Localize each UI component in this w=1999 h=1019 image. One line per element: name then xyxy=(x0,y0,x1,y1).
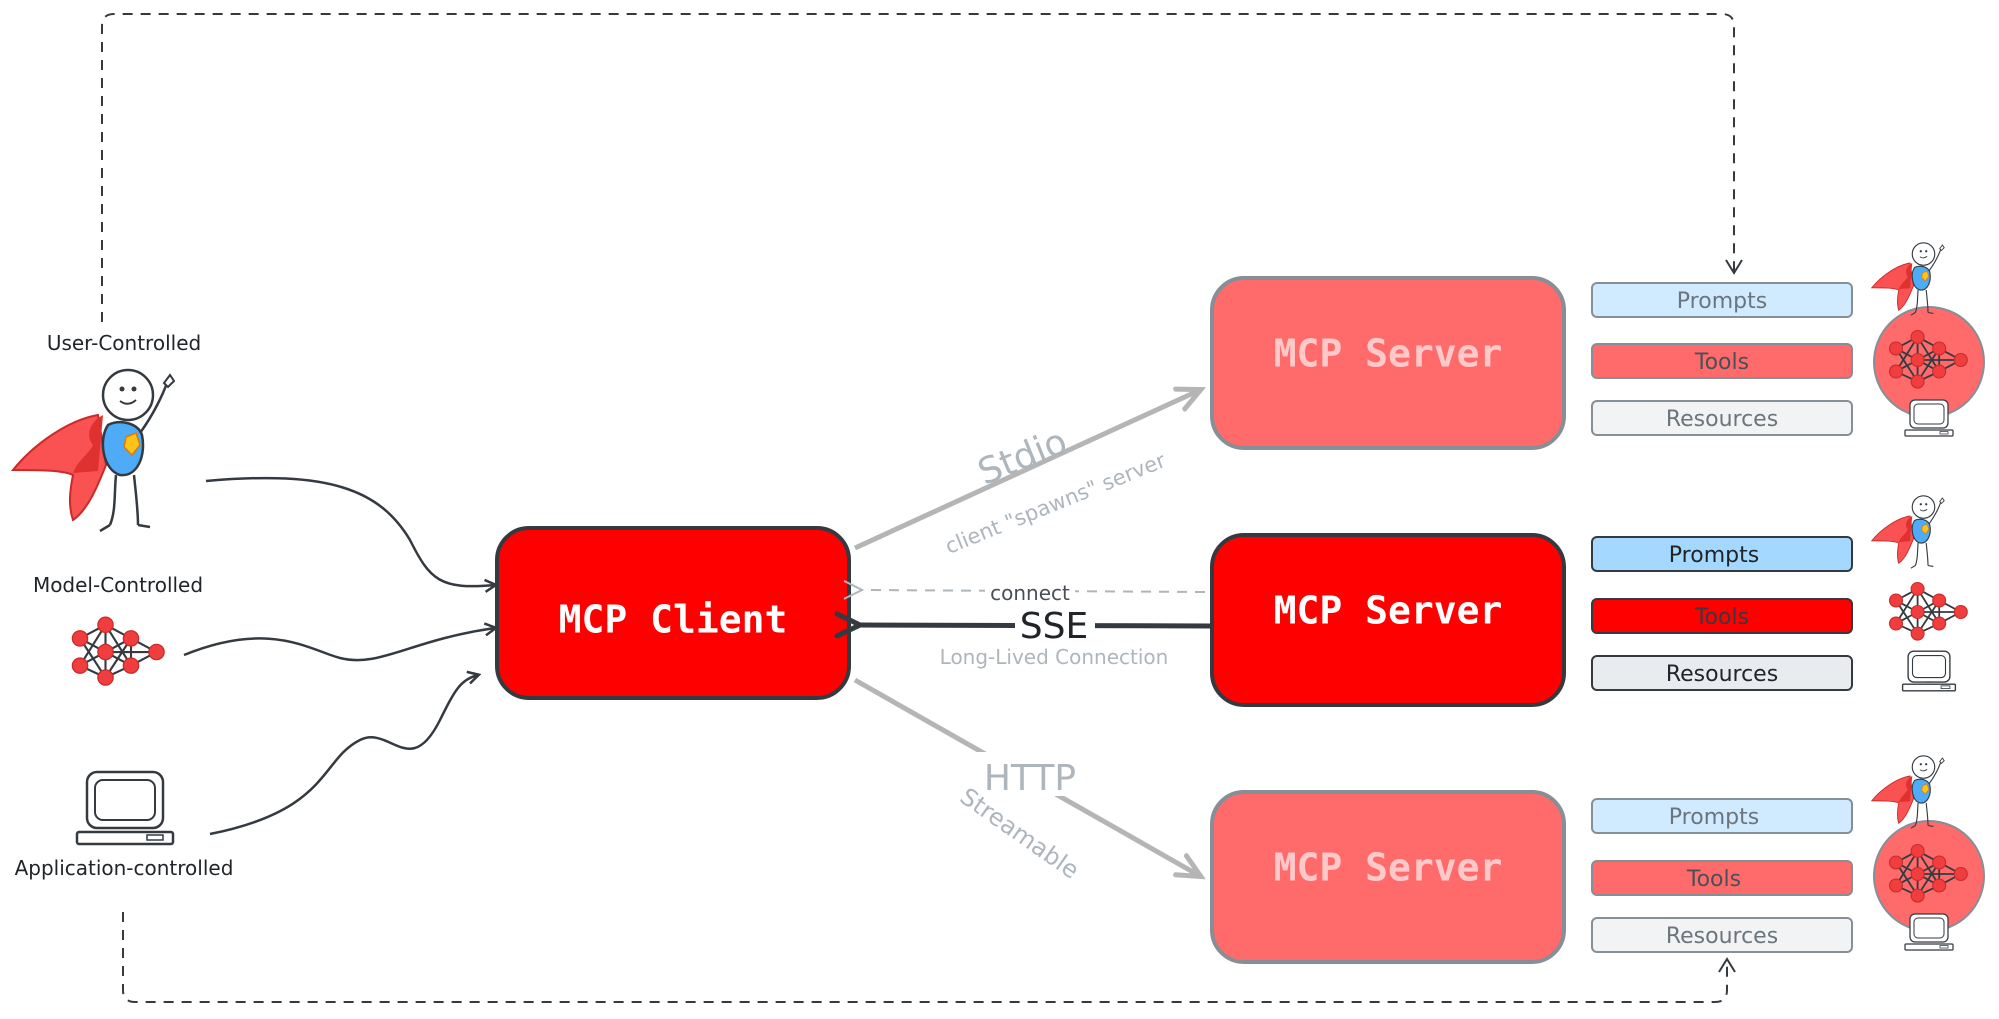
neural-network-icon xyxy=(1888,581,1969,641)
superhero-icon xyxy=(1871,495,1945,569)
server-2-prompts-box[interactable] xyxy=(1591,536,1853,572)
http-label: HTTP xyxy=(984,758,1076,799)
stdio-label: Stdio xyxy=(972,421,1073,493)
http-label-bg xyxy=(975,752,1087,796)
server-2-resources-label: Resources xyxy=(1666,662,1778,687)
sse-label-bg xyxy=(1015,607,1095,643)
laptop-icon xyxy=(75,770,175,846)
laptop-icon xyxy=(1904,399,1954,437)
server-1-prompts-label: Prompts xyxy=(1677,289,1767,314)
server-1-resources-label: Resources xyxy=(1666,407,1778,432)
laptop-icon xyxy=(1901,650,1957,692)
server-2-prompts-label: Prompts xyxy=(1669,543,1759,568)
mcp-server-2-box[interactable] xyxy=(1210,533,1566,707)
server-1-tools-box[interactable] xyxy=(1591,343,1853,379)
server-3-resources-label: Resources xyxy=(1666,924,1778,949)
neural-network-icon xyxy=(71,616,166,687)
superhero-icon xyxy=(1871,755,1945,829)
user-arrow xyxy=(205,476,495,586)
laptop-icon xyxy=(1904,913,1954,951)
server-1-prompts-box[interactable] xyxy=(1591,282,1853,318)
server-3-tools-box[interactable] xyxy=(1591,860,1853,896)
mcp-server-2-label: MCP Server xyxy=(1274,589,1503,633)
mcp-server-1-box[interactable] xyxy=(1210,276,1566,450)
sse-label: SSE xyxy=(1020,606,1088,647)
mcp-server-3-box[interactable] xyxy=(1210,790,1566,964)
server-3-resources-box[interactable] xyxy=(1591,917,1853,953)
server-3-tools-label: Tools xyxy=(1686,867,1741,892)
server-2-tools-box[interactable] xyxy=(1591,598,1853,634)
mcp-server-3-label: MCP Server xyxy=(1274,846,1503,890)
server-3-prompts-label: Prompts xyxy=(1669,805,1759,830)
superhero-icon xyxy=(1871,242,1945,316)
mcp-client-label: MCP Client xyxy=(559,598,788,642)
server-1-tools-label: Tools xyxy=(1694,350,1749,375)
mcp-server-1-label: MCP Server xyxy=(1274,332,1503,376)
superhero-icon xyxy=(11,368,176,533)
sse-connect-bg xyxy=(985,580,1075,604)
sse-connect-label: connect xyxy=(990,581,1070,605)
actor-label-user: User-Controlled xyxy=(47,331,201,355)
model-arrow xyxy=(183,628,495,662)
actor-label-model: Model-Controlled xyxy=(33,573,203,597)
server-1-resources-box[interactable] xyxy=(1591,400,1853,436)
server-2-resources-box[interactable] xyxy=(1591,655,1853,691)
user-control-loop xyxy=(101,13,1743,322)
server-2-tools-label: Tools xyxy=(1694,605,1749,630)
server-3-prompts-box[interactable] xyxy=(1591,798,1853,834)
stdio-arrow xyxy=(853,390,1200,551)
actor-label-application: Application-controlled xyxy=(15,856,234,880)
sse-note: Long-Lived Connection xyxy=(940,645,1169,669)
application-control-loop xyxy=(122,912,1736,1003)
application-arrow xyxy=(209,675,478,836)
